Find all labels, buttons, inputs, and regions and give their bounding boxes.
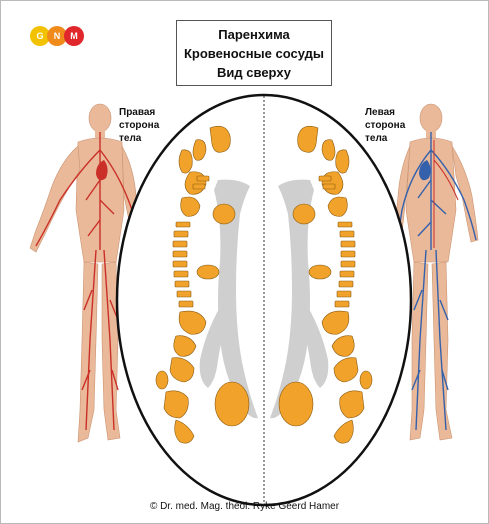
relay-shape xyxy=(177,291,191,297)
relay-shape xyxy=(174,231,188,237)
relay-shape xyxy=(213,204,235,224)
relay-shape xyxy=(341,241,355,247)
relay-shape xyxy=(339,281,353,287)
relay-shape xyxy=(293,204,315,224)
relay-shape xyxy=(197,265,219,279)
relay-shape xyxy=(173,251,187,257)
relay-shape xyxy=(309,265,331,279)
relay-shape xyxy=(340,231,354,237)
relay-shape xyxy=(173,241,187,247)
relay-shape xyxy=(179,301,193,307)
relay-shape xyxy=(164,391,188,418)
relay-shape xyxy=(174,271,188,277)
relay-shape xyxy=(215,382,249,426)
relay-shape xyxy=(179,150,192,173)
relay-shape xyxy=(340,391,364,418)
relay-shape xyxy=(338,222,352,227)
relay-shape xyxy=(340,271,354,277)
relay-shape xyxy=(360,371,372,389)
relay-shape xyxy=(341,251,355,257)
relay-shape xyxy=(337,291,351,297)
relay-shape xyxy=(336,150,349,173)
relay-shape xyxy=(319,176,331,181)
relay-shape xyxy=(176,222,190,227)
relay-shape xyxy=(335,301,349,307)
relay-shape xyxy=(197,176,209,181)
relay-shape xyxy=(175,281,189,287)
relay-shape xyxy=(341,261,355,267)
relay-shape xyxy=(323,184,335,189)
relay-shape xyxy=(173,261,187,267)
relay-shape xyxy=(156,371,168,389)
relay-shape xyxy=(193,184,205,189)
copyright-notice: © Dr. med. Mag. theol. Ryke Geerd Hamer xyxy=(0,501,489,512)
relay-shape xyxy=(279,382,313,426)
